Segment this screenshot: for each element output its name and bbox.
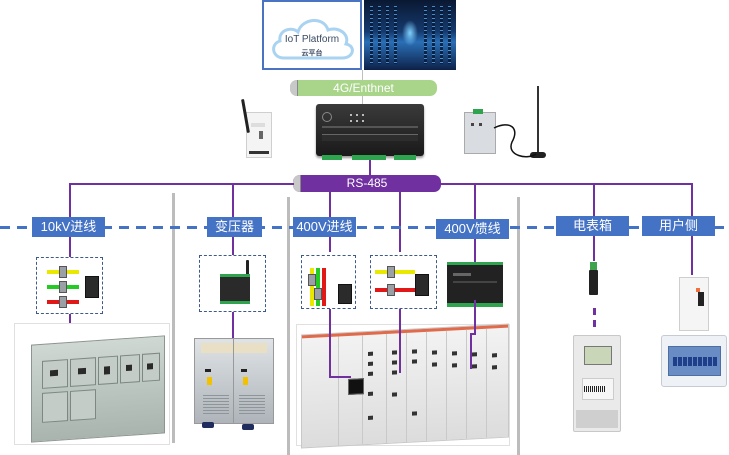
ct-meter-set-400v xyxy=(370,255,437,309)
platform-subtitle: 云平台 xyxy=(301,50,323,57)
section-label-transformer: 变压器 xyxy=(207,217,262,237)
rs485-bus-pipe: RS-485 xyxy=(293,175,441,192)
4g-antenna-icon xyxy=(493,86,546,158)
uplink-pipe: 4G/Enthnet xyxy=(290,80,437,96)
lv-feeder-connector xyxy=(474,300,476,334)
smart-breaker-device xyxy=(679,277,709,331)
ct-meter-set-10kv xyxy=(36,257,103,314)
hv-switchgear-photo xyxy=(14,323,170,445)
gateway-device xyxy=(316,104,424,160)
section-divider xyxy=(172,193,175,443)
section-label-400v-incoming: 400V进线 xyxy=(293,217,356,237)
ct-meter-set-400v-vertical xyxy=(301,255,356,309)
rs485-adapter-device xyxy=(589,270,598,295)
section-divider xyxy=(287,197,290,455)
lv-incoming-connector-1 xyxy=(329,309,331,377)
lv-feeder-connector-2 xyxy=(470,333,472,369)
gateway-bus-connector xyxy=(369,160,371,176)
distribution-box-device xyxy=(661,335,727,387)
uplink-label: 4G/Enthnet xyxy=(333,81,394,95)
smart-energy-meter-device xyxy=(573,335,621,432)
wireless-module-device xyxy=(241,98,272,158)
section-label-400v-feeder: 400V馈线 xyxy=(436,219,509,239)
lv-feeder-connector-h xyxy=(470,333,476,335)
meter-box-dashed-connector xyxy=(593,308,596,332)
lv-switchgear-photo xyxy=(296,323,510,449)
4g-dtu-device xyxy=(464,109,496,154)
lv-incoming-connector-2 xyxy=(399,309,401,373)
cloud-icon xyxy=(272,19,354,60)
datacenter-image xyxy=(364,0,456,70)
iot-platform-box: IoT Platform 云平台 xyxy=(262,0,362,70)
drop-400v-incoming-2 xyxy=(399,192,401,252)
section-label-meter-box: 电表箱 xyxy=(556,216,629,236)
wireless-controller-box xyxy=(199,255,266,312)
section-label-user-side: 用户侧 xyxy=(642,216,715,236)
section-label-10kv-incoming: 10kV进线 xyxy=(32,217,105,237)
bus-line-left xyxy=(69,183,294,185)
platform-title: IoT Platform xyxy=(284,34,340,45)
rs485-adapter-terminal xyxy=(590,262,597,270)
dry-type-transformer xyxy=(194,338,274,430)
section-divider xyxy=(517,197,520,455)
bus-line-right xyxy=(440,183,692,185)
lv-incoming-connector-1h xyxy=(329,376,351,378)
multi-circuit-meter-device xyxy=(447,262,503,307)
section-dashed-line xyxy=(0,226,729,229)
bus-label: RS-485 xyxy=(346,176,388,190)
